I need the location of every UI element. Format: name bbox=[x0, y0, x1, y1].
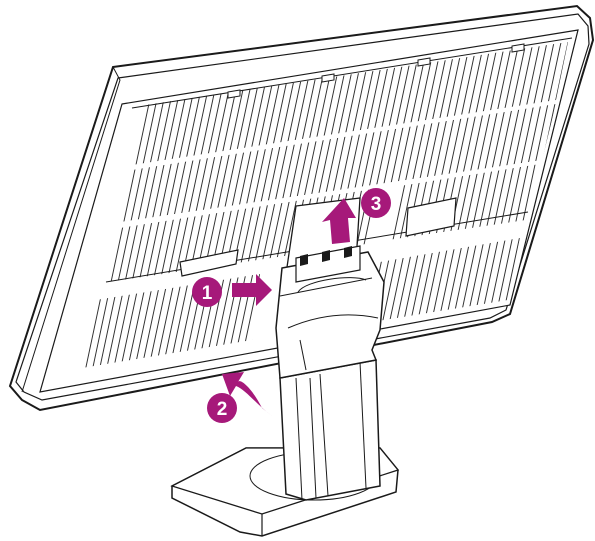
step-3-number: 3 bbox=[371, 194, 382, 215]
step-1-number: 1 bbox=[202, 283, 213, 304]
stand-hinge bbox=[276, 246, 384, 378]
stand-column bbox=[280, 360, 380, 500]
step-2-marker: 2 bbox=[207, 372, 272, 423]
step-2-number: 2 bbox=[217, 399, 228, 420]
